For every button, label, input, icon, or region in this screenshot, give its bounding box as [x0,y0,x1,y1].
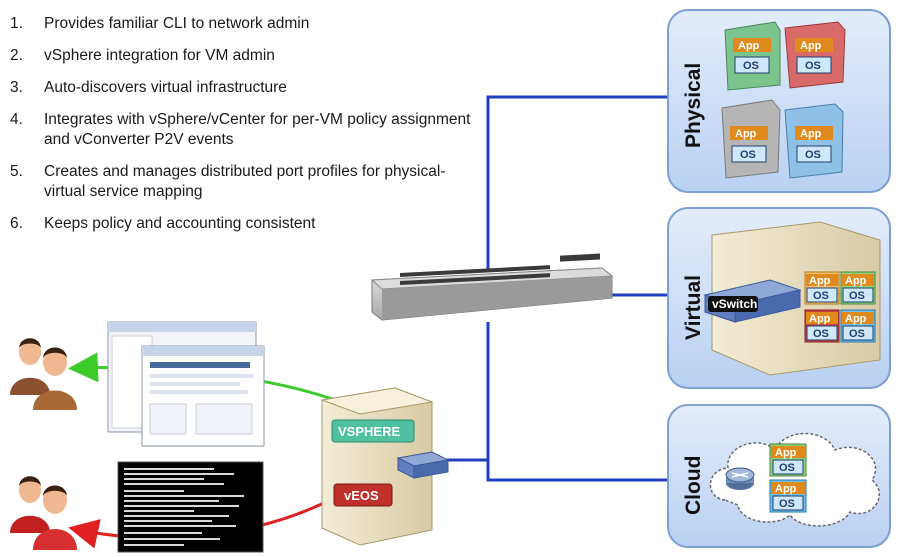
os-tag [796,56,832,74]
physical-server-red: App OS [784,21,846,89]
svg-text:App: App [775,483,797,495]
network-switch [370,253,614,321]
feature-text: Keeps policy and accounting consistent [44,215,316,232]
svg-text:App: App [845,313,867,325]
veos-host-server: VSPHERE vEOS [320,387,450,546]
physical-server-gray: App OS [721,99,781,179]
feature-item: 3. Auto-discovers virtual infrastructure [10,78,480,98]
svg-text:OS: OS [813,328,829,340]
svg-text:OS: OS [805,60,821,72]
feature-number: 6. [10,215,23,232]
app-tag [730,126,768,140]
vsphere-label: VSPHERE [338,424,400,439]
svg-text:App: App [738,40,760,52]
svg-text:App: App [845,275,867,287]
virtual-label: Virtual [682,275,705,340]
svg-text:OS: OS [849,328,865,340]
physical-server-blue: App OS [784,103,844,179]
os-tag [731,145,767,163]
link-switch-physical [486,95,668,270]
vm-admin-users-icon [10,338,77,410]
cloud-label: Cloud [682,456,705,515]
vswitch: vSwitch [703,279,802,323]
cloud-vm-bottom: App OS [769,479,807,513]
app-tag [795,126,833,140]
veos-tag [333,483,393,507]
link-switch-cloud [486,322,668,482]
svg-text:OS: OS [743,60,759,72]
os-tag [734,56,770,74]
cloud-vm-top: App OS [769,443,807,477]
feature-text: Auto-discovers virtual infrastructure [44,79,287,96]
vm-red: App OS [804,309,840,343]
os-tag [796,145,832,163]
router-icon [725,467,755,490]
svg-text:App: App [809,275,831,287]
feature-list: 1. Provides familiar CLI to network admin… [10,14,480,246]
feature-text: Creates and manages distributed port pro… [44,163,446,200]
app-tag [795,38,833,52]
feature-text: Integrates with vSphere/vCenter for per-… [44,111,471,148]
feature-number: 1. [10,15,23,32]
physical-panel: Physical App OS App OS App OS [667,9,891,193]
feature-item: 1. Provides familiar CLI to network admin [10,14,480,34]
cloud-panel: Cloud App OS App OS [667,404,891,548]
feature-item: 2. vSphere integration for VM admin [10,46,480,66]
physical-server-green: App OS [724,21,781,91]
svg-text:App: App [775,447,797,459]
feature-number: 5. [10,163,23,180]
feature-item: 6. Keeps policy and accounting consistent [10,214,480,234]
feature-number: 2. [10,47,23,64]
svg-text:App: App [735,128,757,140]
cli-terminal-screenshot [117,461,264,553]
svg-text:App: App [800,128,822,140]
feature-text: Provides familiar CLI to network admin [44,15,310,32]
virtual-switch-icon [396,451,450,479]
svg-text:OS: OS [779,462,795,474]
veos-label: vEOS [344,488,379,503]
vm-green: App OS [840,271,876,305]
svg-text:OS: OS [779,498,795,510]
vm-orange: App OS [804,271,840,305]
vsphere-client-screenshot [107,321,265,447]
svg-text:App: App [800,40,822,52]
switch-ports [400,253,600,286]
vswitch-label: vSwitch [712,297,757,311]
svg-text:OS: OS [813,290,829,302]
app-tag [733,38,771,52]
physical-label: Physical [682,63,705,148]
feature-number: 3. [10,79,23,96]
svg-text:OS: OS [805,149,821,161]
feature-text: vSphere integration for VM admin [44,47,275,64]
vm-blue: App OS [840,309,876,343]
svg-text:OS: OS [740,149,756,161]
svg-text:OS: OS [849,290,865,302]
vsphere-tag [331,419,415,443]
feature-item: 4. Integrates with vSphere/vCenter for pe… [10,110,480,150]
feature-number: 4. [10,111,23,128]
svg-text:App: App [809,313,831,325]
feature-item: 5. Creates and manages distributed port p… [10,162,480,202]
network-admin-users-icon [10,476,77,550]
virtual-panel: Virtual vSwitch App OS App OS [667,207,891,389]
